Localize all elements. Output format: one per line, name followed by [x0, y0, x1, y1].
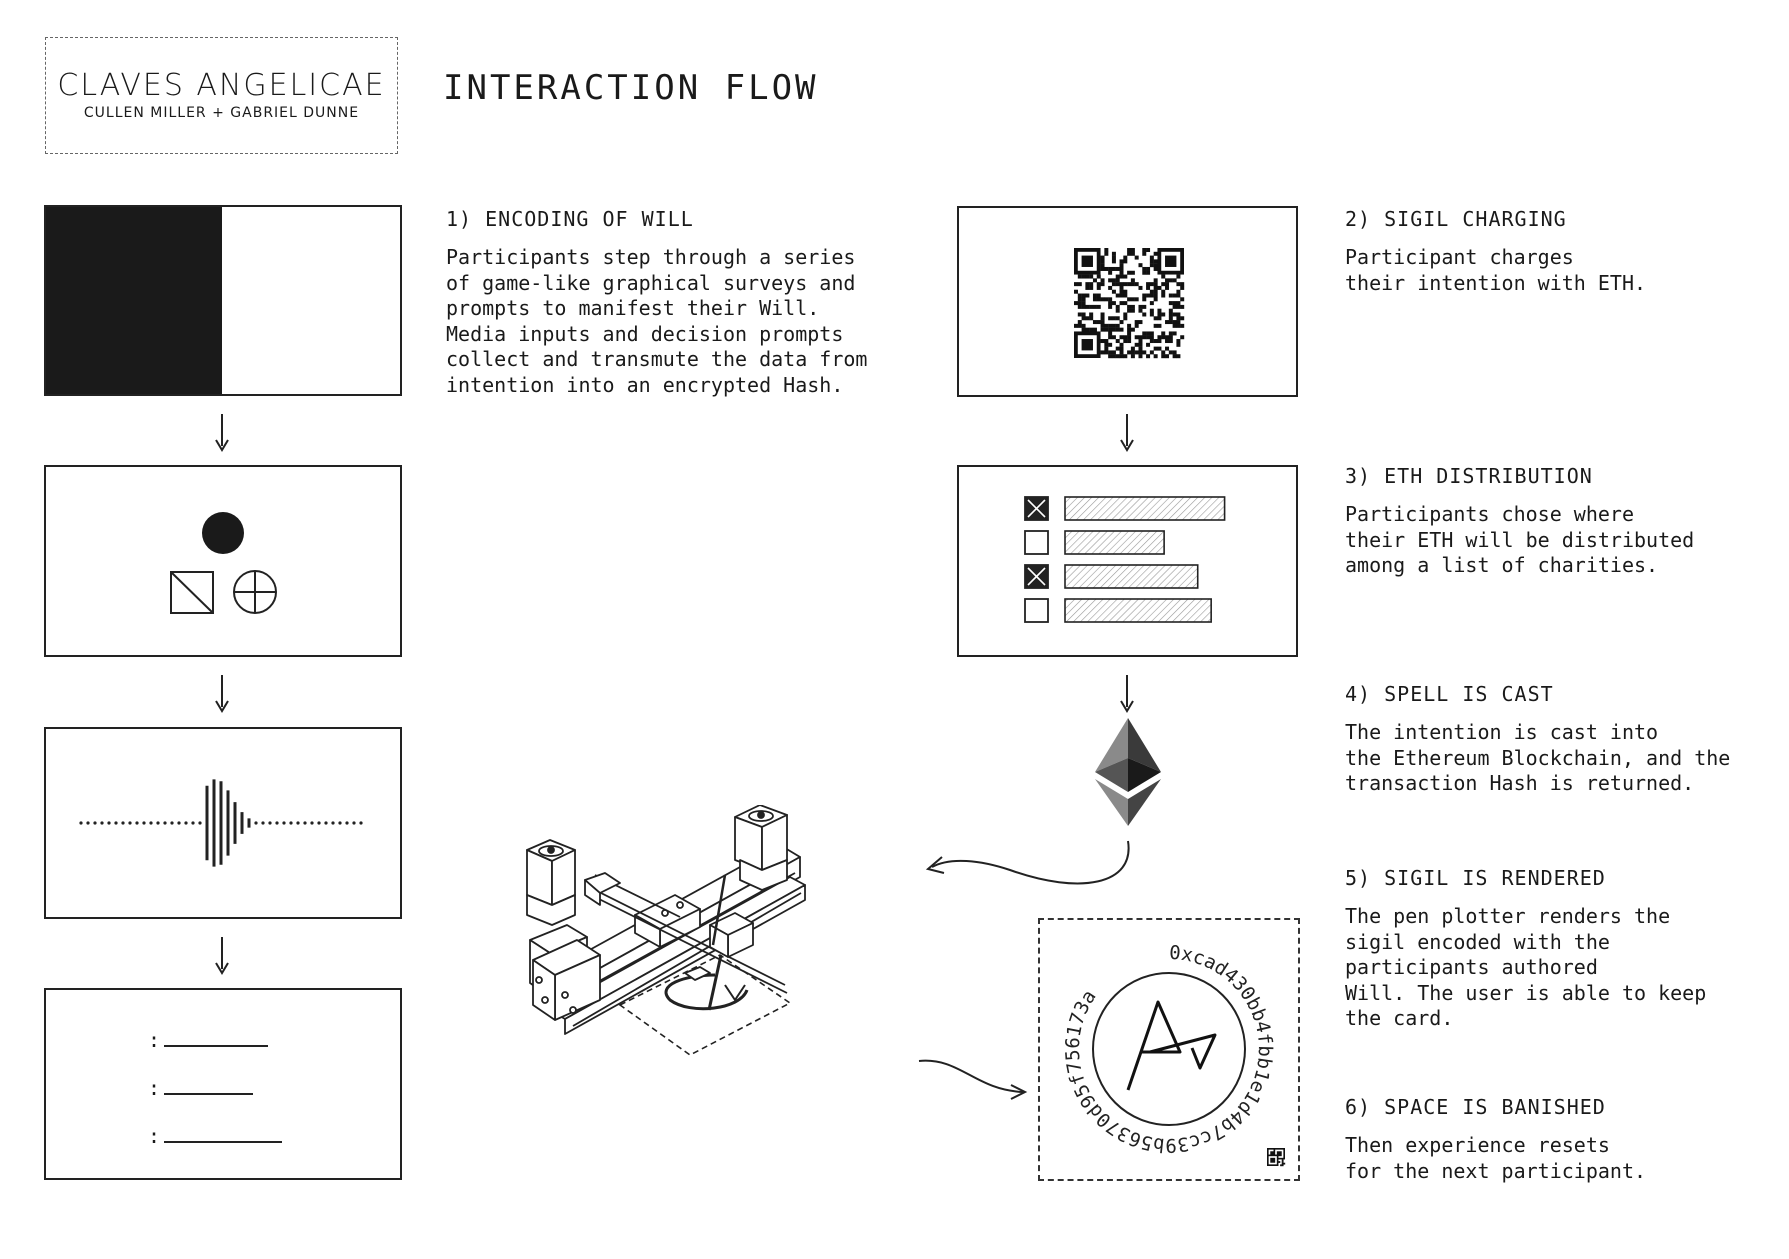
form-field-colon: :	[148, 1028, 161, 1052]
mini-qr-code-icon	[1267, 1148, 1286, 1167]
step-2-body: Participant charges their intention with…	[1345, 245, 1647, 295]
waveform-icon	[79, 779, 363, 867]
panel-form: : : :	[44, 988, 402, 1180]
sigil-drawing: 0xcad430bb4fbb1e1d4b7cc39b56370d95f75617…	[1062, 942, 1286, 1167]
step-3-body: Participants chose where their ETH will …	[1345, 502, 1695, 577]
form-field-3[interactable]: :	[148, 1124, 283, 1148]
panel-waveform	[44, 727, 402, 919]
checkbox[interactable]	[1024, 530, 1049, 555]
charity-row[interactable]	[1024, 496, 1226, 521]
step-1-title: 1) ENCODING OF WILL	[446, 207, 694, 231]
panel-charity-list	[957, 465, 1298, 657]
panel-qr-code	[957, 206, 1298, 397]
step-1-body: Participants step through a series of ga…	[446, 245, 868, 397]
project-title: CLAVES ANGELICAE	[57, 68, 386, 103]
panel-shapes	[44, 465, 402, 657]
arrow-down-icon	[1120, 414, 1134, 452]
step-4-body: The intention is cast into the Ethereum …	[1345, 720, 1731, 795]
pen-plotter-illustration	[526, 805, 806, 1056]
curved-arrow-to-plotter-icon	[925, 840, 1130, 885]
qr-code-icon	[1074, 248, 1185, 359]
form-field-2[interactable]: :	[148, 1076, 254, 1100]
form-field-colon: :	[148, 1076, 161, 1100]
arrow-down-icon	[215, 414, 229, 452]
title-block: CLAVES ANGELICAE CULLEN MILLER + GABRIEL…	[45, 37, 398, 154]
split-black-half	[46, 207, 222, 394]
step-5-title: 5) SIGIL IS RENDERED	[1345, 866, 1606, 890]
step-5-body: The pen plotter renders the sigil encode…	[1345, 904, 1707, 1030]
charity-bar	[1064, 598, 1212, 623]
arrow-down-icon	[1120, 675, 1134, 713]
charity-row[interactable]	[1024, 564, 1199, 589]
charity-checklist	[1024, 496, 1226, 623]
charity-bar	[1064, 496, 1226, 521]
arrow-down-icon	[215, 675, 229, 713]
charity-row[interactable]	[1024, 530, 1165, 555]
form-field-1[interactable]: :	[148, 1028, 269, 1052]
checkbox[interactable]	[1024, 598, 1049, 623]
step-4-title: 4) SPELL IS CAST	[1345, 682, 1554, 706]
step-2-title: 2) SIGIL CHARGING	[1345, 207, 1567, 231]
step-6-title: 6) SPACE IS BANISHED	[1345, 1095, 1606, 1119]
page-heading: INTERACTION FLOW	[443, 68, 819, 108]
form-field-colon: :	[148, 1124, 161, 1148]
charity-bar	[1064, 564, 1199, 589]
charity-row[interactable]	[1024, 598, 1212, 623]
shapes-icon	[170, 512, 277, 614]
charity-bar	[1064, 530, 1165, 555]
arrow-down-icon	[215, 937, 229, 975]
panel-split-screen	[44, 205, 402, 396]
step-6-body: Then experience resets for the next part…	[1345, 1133, 1647, 1183]
project-authors: CULLEN MILLER + GABRIEL DUNNE	[83, 105, 360, 121]
curved-arrow-to-card-icon	[918, 1059, 1028, 1100]
ethereum-logo-icon	[1095, 718, 1161, 826]
sigil-card: 0xcad430bb4fbb1e1d4b7cc39b56370d95f75617…	[1038, 918, 1300, 1181]
step-3-title: 3) ETH DISTRIBUTION	[1345, 464, 1593, 488]
